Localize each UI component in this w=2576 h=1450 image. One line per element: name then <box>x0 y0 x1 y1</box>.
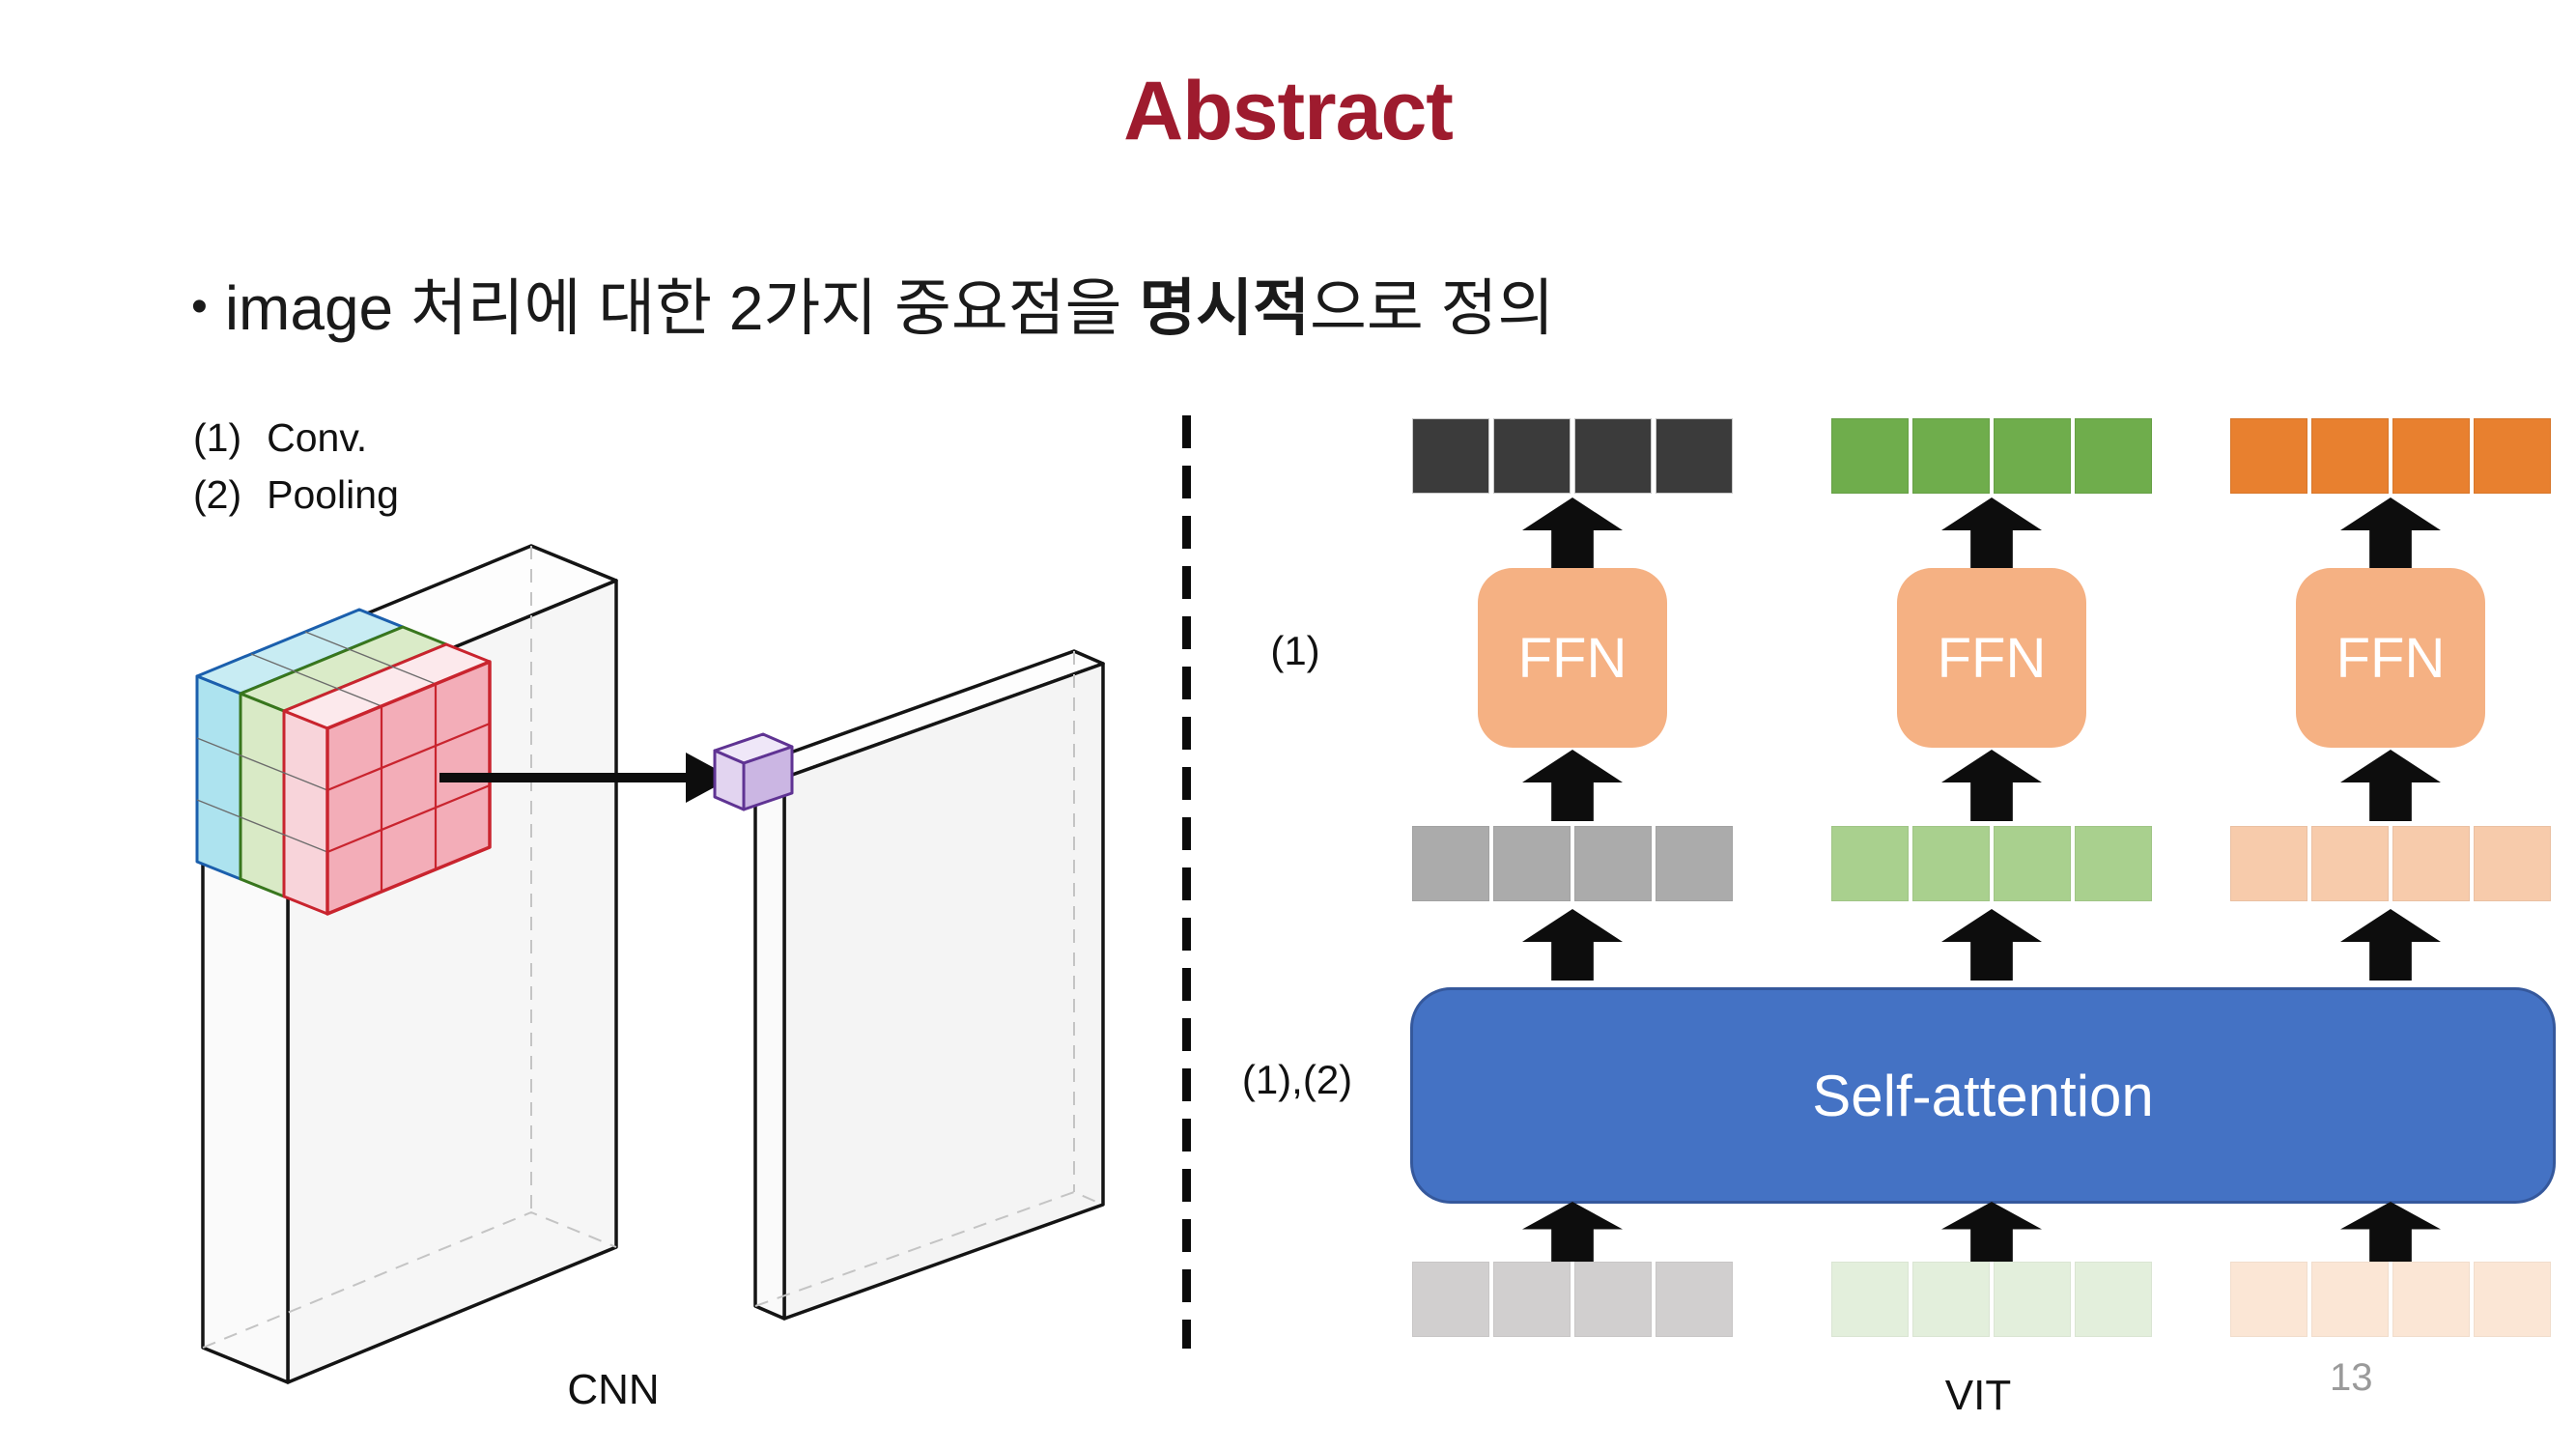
token-cell <box>2474 826 2551 901</box>
ffn-block-3: FFN <box>2296 568 2485 748</box>
row-label-ffn: (1) <box>1270 628 1320 673</box>
self-attention-block: Self-attention <box>1410 987 2556 1204</box>
token-cell <box>2230 418 2307 494</box>
token-cell <box>1656 1262 1733 1337</box>
token-cell <box>1831 418 1909 494</box>
token-bar-input-1 <box>1412 1262 1733 1337</box>
token-cell <box>2230 826 2307 901</box>
bullet-text-bold: 명시적 <box>1139 273 1310 343</box>
token-cell <box>2075 1262 2152 1337</box>
hidden-edges <box>754 651 1104 1307</box>
list-item-label: Pooling <box>267 472 399 518</box>
up-arrow-icon <box>1941 909 2042 981</box>
token-cell <box>1912 418 1990 494</box>
token-bar-output-1 <box>1412 418 1733 494</box>
token-bar-input-2 <box>1831 1262 2152 1337</box>
vit-caption: VIT <box>1944 1372 2012 1419</box>
token-cell <box>2075 826 2152 901</box>
page-title: Abstract <box>1123 65 1454 157</box>
token-cell <box>1574 418 1652 494</box>
token-cell <box>1994 418 2071 494</box>
token-cell <box>2075 418 2152 494</box>
bullet-line: • image 처리에 대한 2가지 중요점을 명시적으로 정의 <box>191 259 2413 348</box>
token-bar-output-3 <box>2230 418 2551 494</box>
token-cell <box>1994 826 2071 901</box>
up-arrow-icon <box>2340 1202 2441 1262</box>
token-bar-input-3 <box>2230 1262 2551 1337</box>
up-arrow-icon <box>1941 1202 2042 1262</box>
row-label-attention: (1),(2) <box>1241 1057 1353 1102</box>
token-cell <box>2311 826 2389 901</box>
output-feature-slab <box>753 649 1105 1321</box>
up-arrow-icon <box>2340 750 2441 821</box>
token-cell <box>1493 1262 1571 1337</box>
bullet-text-normal: image 처리에 대한 2가지 중요점을 <box>224 273 1140 343</box>
list-item-label: Conv. <box>267 415 368 460</box>
token-cell <box>1493 418 1571 494</box>
page-number: 13 <box>2330 1356 2373 1399</box>
side-grid-lines <box>196 737 328 853</box>
cnn-diagram <box>195 544 1105 1384</box>
token-cell <box>1493 826 1571 901</box>
ffn-block-2: FFN <box>1897 568 2086 748</box>
token-cell <box>1656 418 1733 494</box>
token-cell <box>2311 1262 2389 1337</box>
list-item-conv: (1) Conv. <box>193 410 399 467</box>
up-arrow-icon <box>1941 498 2042 569</box>
token-cell <box>1912 1262 1990 1337</box>
token-cell <box>1994 1262 2071 1337</box>
token-bar-attended-2 <box>1831 826 2152 901</box>
bullet-text-normal2: 으로 정의 <box>1309 273 1555 343</box>
token-cell <box>1412 1262 1489 1337</box>
cnn-operations-list: (1) Conv. (2) Pooling <box>193 410 399 525</box>
token-cell <box>1412 826 1489 901</box>
token-cell <box>1831 826 1909 901</box>
output-unit-cube <box>713 732 794 811</box>
token-cell <box>2474 1262 2551 1337</box>
token-cell <box>2474 418 2551 494</box>
cnn-caption: CNN <box>567 1366 660 1413</box>
token-cell <box>1574 1262 1652 1337</box>
token-cell <box>2392 418 2470 494</box>
up-arrow-icon <box>2340 498 2441 569</box>
token-cell <box>1574 826 1652 901</box>
token-bar-output-2 <box>1831 418 2152 494</box>
token-cell <box>1412 418 1489 494</box>
token-bar-attended-3 <box>2230 826 2551 901</box>
token-cell <box>1912 826 1990 901</box>
list-item-number: (2) <box>193 472 242 518</box>
list-item-number: (1) <box>193 415 242 460</box>
conv-mapping-arrow <box>439 753 732 803</box>
token-cell <box>1656 826 1733 901</box>
list-item-pooling: (2) Pooling <box>193 467 399 524</box>
token-cell <box>2392 1262 2470 1337</box>
section-divider-dashed-line <box>1182 415 1191 1349</box>
up-arrow-icon <box>1522 498 1623 569</box>
token-cell <box>2311 418 2389 494</box>
conv-kernel-cube <box>195 608 492 916</box>
bullet-marker: • <box>191 281 208 332</box>
hidden-edges <box>202 546 617 1349</box>
up-arrow-icon <box>1522 1202 1623 1262</box>
token-cell <box>2392 826 2470 901</box>
top-grid-lines <box>250 631 437 707</box>
token-cell <box>1831 1262 1909 1337</box>
up-arrow-icon <box>1522 750 1623 821</box>
up-arrow-icon <box>1522 909 1623 981</box>
front-grid-lines <box>326 684 491 892</box>
up-arrow-icon <box>1941 750 2042 821</box>
token-cell <box>2230 1262 2307 1337</box>
token-bar-attended-1 <box>1412 826 1733 901</box>
ffn-block-1: FFN <box>1478 568 1667 748</box>
up-arrow-icon <box>2340 909 2441 981</box>
